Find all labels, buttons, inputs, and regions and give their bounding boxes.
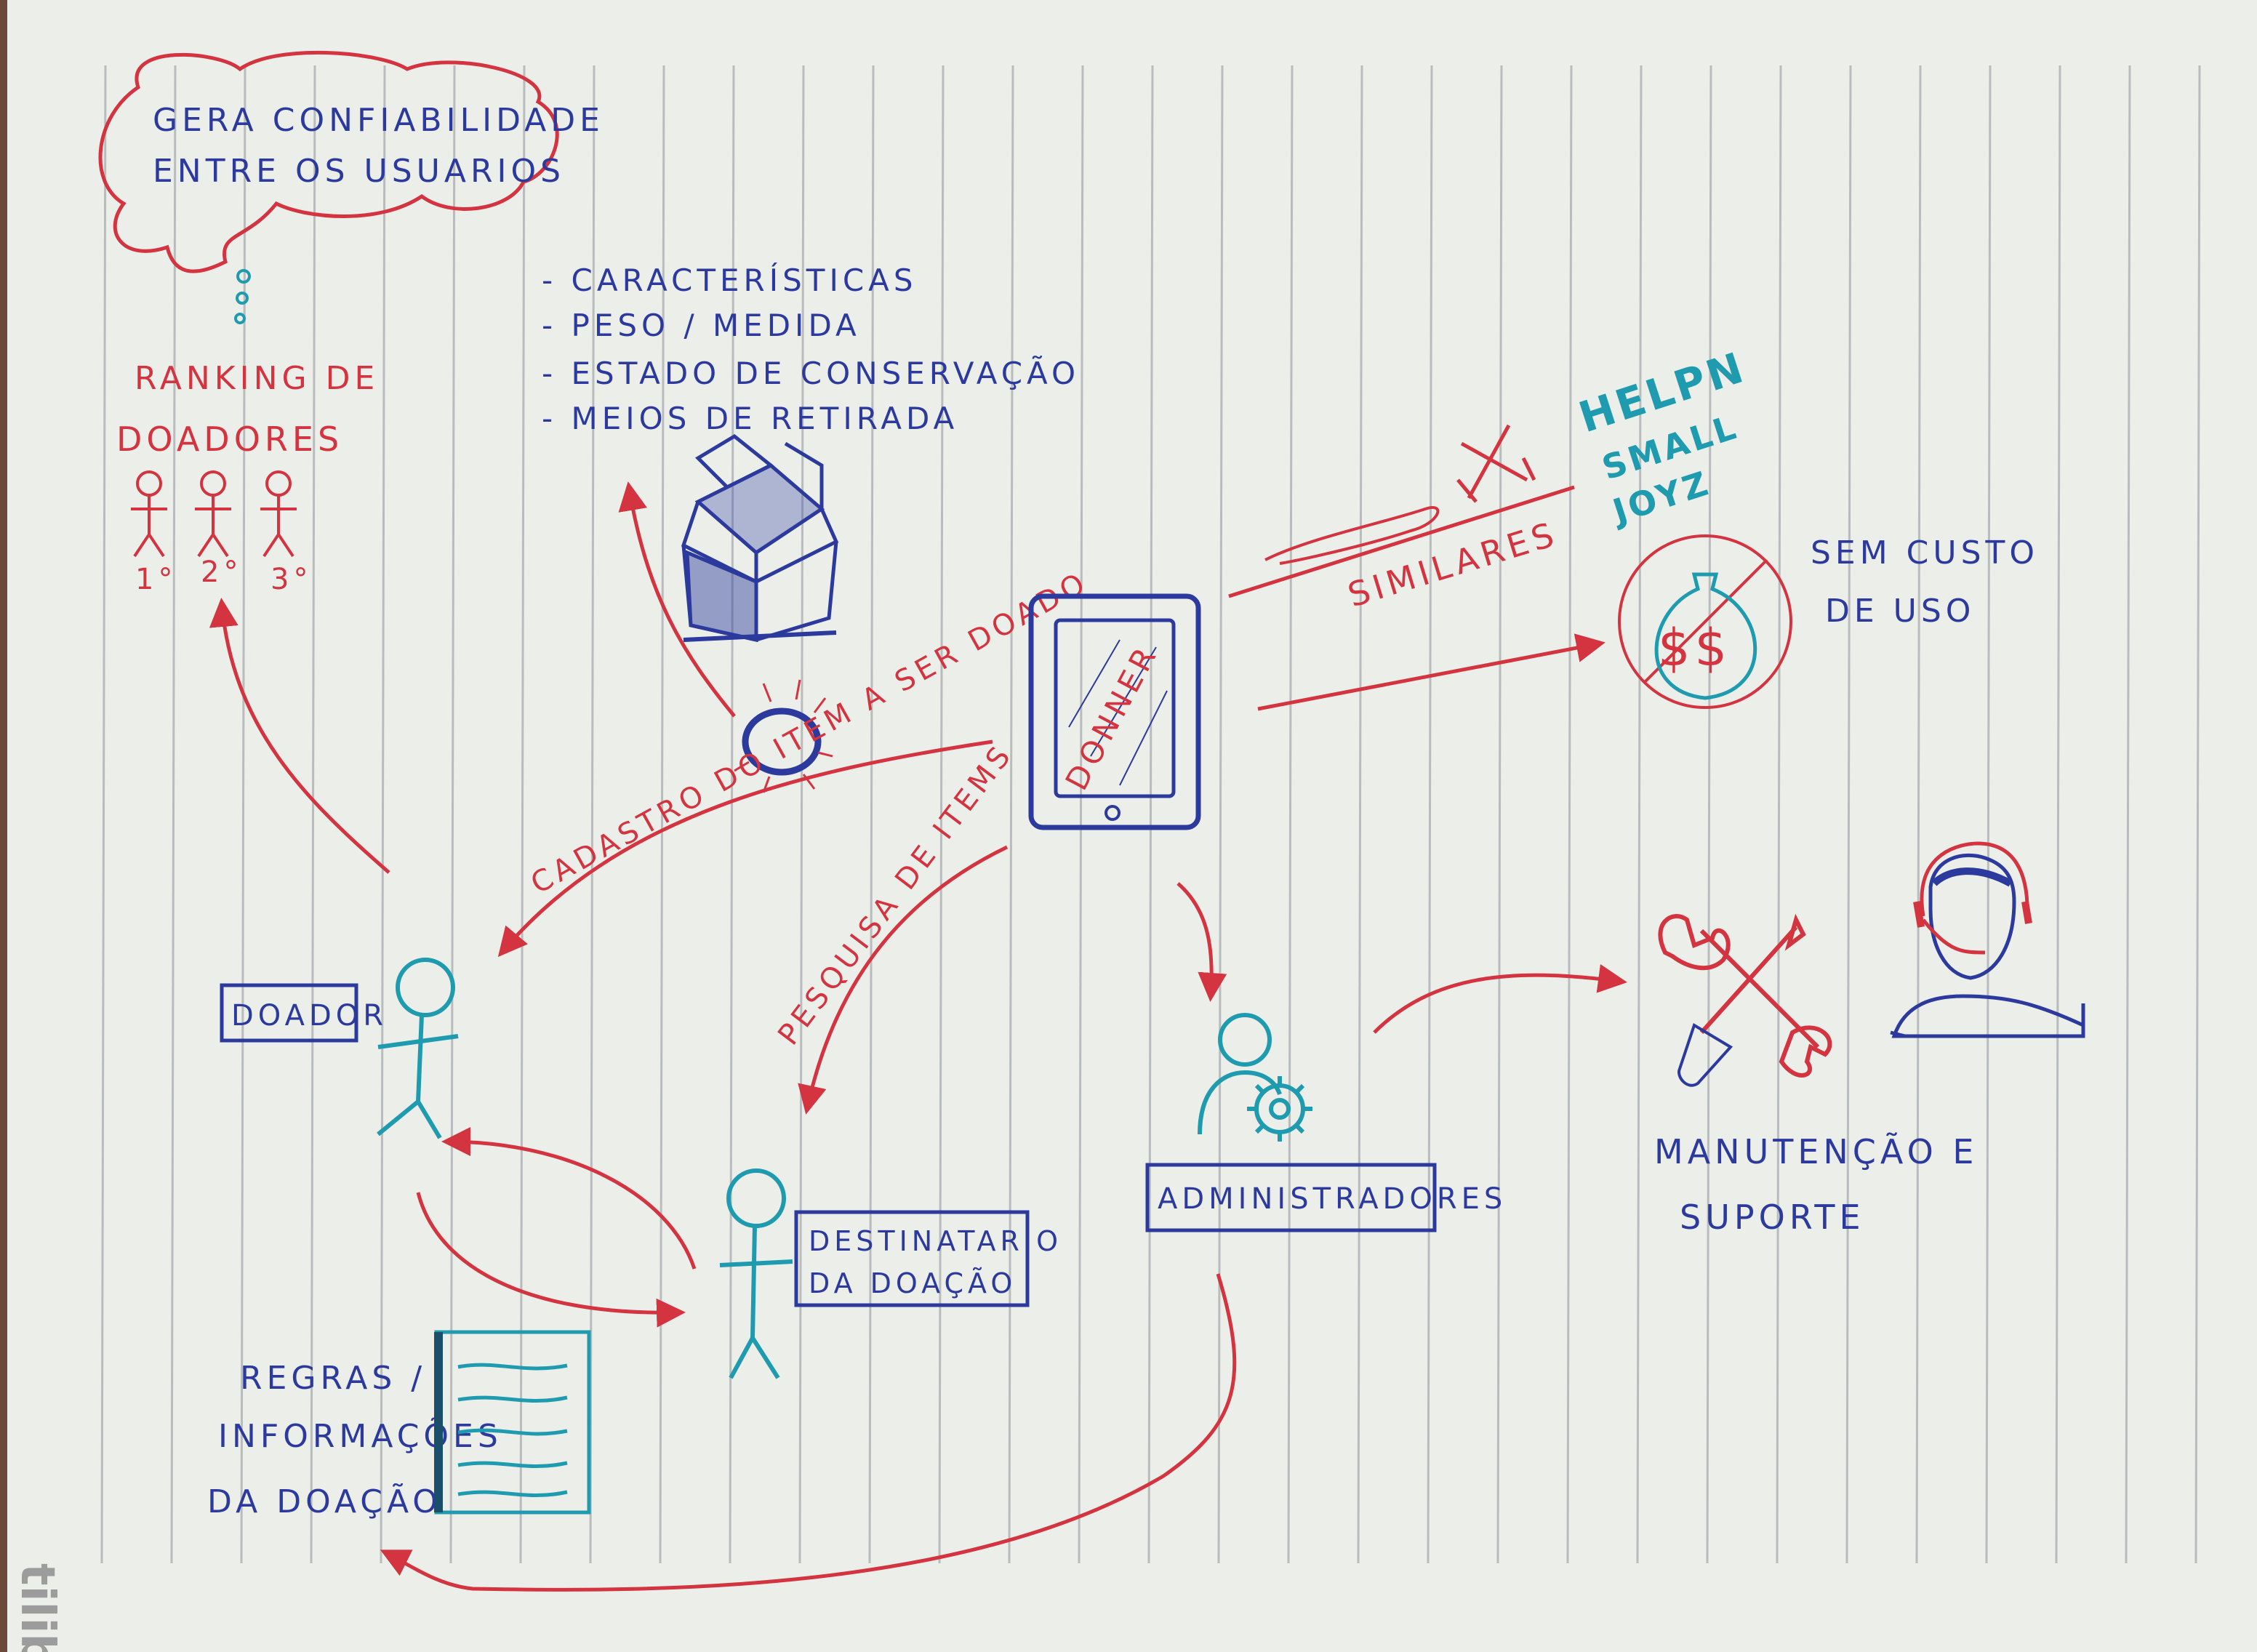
tablet-home-button [1105, 805, 1121, 821]
support-agent-icon [1890, 841, 2085, 1038]
paper-brand: tilibra [10, 1563, 64, 1652]
stick-figure-icon [260, 470, 297, 558]
ruled-line [589, 65, 596, 1564]
admin-label-box [1145, 1163, 1437, 1232]
document-icon [434, 1330, 591, 1515]
ruled-line [1915, 65, 1922, 1564]
ruled-line [449, 65, 456, 1564]
feature-condition: - ESTADO DE CONSERVAÇÃO [542, 355, 1080, 391]
rules-line2: INFORMAÇÕES [218, 1417, 502, 1455]
trust-cloud: GERA CONFIABILIDADE ENTRE OS USUARIOS [98, 50, 604, 324]
ruled-line [1427, 65, 1433, 1564]
admin-actor: ADMINISTRADORES [1145, 1013, 1507, 1232]
ruled-line [1217, 65, 1224, 1564]
donor-actor: DOADOR [220, 958, 459, 1139]
rules-line3: DA DOAÇÃO [207, 1483, 442, 1520]
ruled-line [1706, 65, 1712, 1564]
stick-figure-icon [131, 470, 167, 558]
cloud-text-line1: GERA CONFIABILIDADE [153, 102, 604, 139]
ranking-title-line2: DOADORES [116, 420, 343, 459]
ruled-line [1357, 65, 1363, 1564]
ruled-line [2055, 65, 2061, 1564]
ruled-line [2194, 65, 2201, 1564]
ruled-line [1566, 65, 1573, 1564]
ruled-line [1985, 65, 1992, 1564]
feature-weight: - PESO / MEDIDA [542, 308, 861, 343]
admin-label: ADMINISTRADORES [1158, 1182, 1507, 1216]
ruled-line [938, 65, 945, 1564]
ruled-line [729, 65, 735, 1564]
recipient-label-box [794, 1210, 1030, 1307]
ranking-place-1: 1° [135, 563, 177, 596]
ranking-place-2: 2° [201, 556, 242, 589]
ranking-arrow [209, 598, 390, 874]
cloud-bubble [236, 292, 249, 305]
tablet-screen [1054, 618, 1176, 798]
stick-figure-icon [377, 958, 459, 1139]
rules-line1: REGRAS / [240, 1360, 426, 1397]
ruled-line [798, 65, 805, 1564]
register-item-arrow [497, 739, 993, 958]
no-cost-line1: SEM CUSTO [1811, 534, 2039, 572]
recipient-actor: DESTINATARIO DA DOAÇÃO [719, 1168, 1062, 1379]
ruled-line [1147, 65, 1154, 1564]
feature-pickup: - MEIOS DE RETIRADA [542, 401, 958, 436]
feature-characteristics: - CARACTERÍSTICAS [542, 262, 918, 298]
ruled-line [100, 65, 107, 1564]
ranking-title-line1: RANKING DE [135, 360, 379, 397]
ruled-line [1636, 65, 1643, 1564]
box-icon [681, 433, 839, 643]
support-line2: SUPORTE [1680, 1198, 1865, 1237]
ruled-line [1496, 65, 1503, 1564]
cloud-bubble [234, 313, 246, 324]
ruled-line [170, 65, 177, 1564]
donor-label: DOADOR [231, 999, 388, 1032]
ruled-line [1078, 65, 1084, 1564]
no-cost-arrow [1257, 633, 1605, 711]
no-cost-line2: DE USO [1825, 593, 1975, 630]
donor-to-recipient-arrow [416, 1192, 686, 1328]
money-symbol: $$ [1658, 618, 1731, 678]
recipient-label-line2: DA DOAÇÃO [809, 1267, 1017, 1299]
features-arrow [618, 481, 736, 718]
ruled-line [868, 65, 875, 1564]
ruled-line [1287, 65, 1294, 1564]
cloud-bubble [236, 269, 251, 284]
support-arrow [1373, 963, 1627, 1034]
similars-arrow [1228, 485, 1575, 598]
search-items-arrow [798, 845, 1009, 1115]
item-features-list: - CARACTERÍSTICAS - PESO / MEDIDA - ESTA… [542, 262, 1080, 436]
recipient-to-donor-arrow [441, 1127, 697, 1270]
ruled-line [310, 65, 316, 1564]
recipient-label-line1: DESTINATARIO [809, 1225, 1062, 1257]
crossed-swords-icon [1456, 424, 1536, 503]
ruled-line [1845, 65, 1852, 1564]
support-line1: MANUTENÇÃO E [1654, 1132, 1978, 1171]
ruled-line [2125, 65, 2131, 1564]
ruled-line [519, 65, 526, 1564]
rules-document: REGRAS / INFORMAÇÕES DA DOAÇÃO [207, 1330, 591, 1520]
ruled-line [1776, 65, 1782, 1564]
stick-figure-icon [195, 470, 231, 558]
money-bag-icon: $$ [1618, 534, 1792, 709]
admin-user-gear-icon [1198, 1013, 1312, 1142]
tools-icon [1658, 913, 1832, 1087]
admin-arrow [1176, 882, 1227, 1002]
tablet-frame [1028, 593, 1201, 830]
admin-to-rules-arrow [380, 1273, 1237, 1592]
cloud-text-line2: ENTRE OS USUARIOS [153, 153, 565, 190]
donor-label-box [220, 983, 358, 1043]
ruled-line [1008, 65, 1014, 1564]
ranking-place-3: 3° [270, 563, 312, 596]
item-highlight [734, 679, 833, 793]
ruled-line [380, 65, 386, 1564]
stick-figure-icon [719, 1168, 793, 1379]
donor-ranking: RANKING DE DOADORES 1° 2° 3° [116, 360, 379, 596]
